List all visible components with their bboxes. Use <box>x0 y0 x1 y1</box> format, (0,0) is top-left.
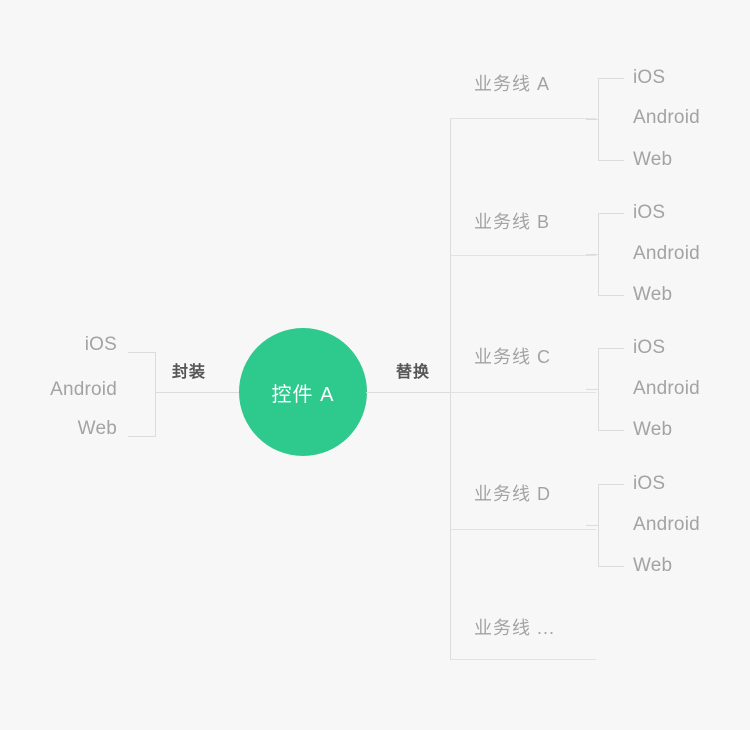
branch-a-platform-android: Android <box>633 107 700 128</box>
branch-c-bracket-stem <box>586 389 599 390</box>
right-spine <box>450 118 451 659</box>
branch-label-a: 业务线 A <box>474 74 551 94</box>
branch-d-bracket-stem <box>586 525 599 526</box>
center-node-label: 控件 A <box>271 383 335 406</box>
spine-divider-top <box>450 118 596 119</box>
branch-b-platform-ios: iOS <box>633 202 666 223</box>
branch-b-platform-web: Web <box>633 284 673 305</box>
branch-a-platform-web: Web <box>633 149 673 170</box>
left-relation-label: 封装 <box>168 361 211 385</box>
left-bracket-spine <box>155 352 156 436</box>
right-relation-stem <box>366 392 451 393</box>
right-relation-label: 替换 <box>392 361 435 385</box>
branch-a-bracket-arm-bottom <box>598 160 624 161</box>
spine-divider-1 <box>450 255 596 256</box>
branch-c-bracket-arm-top <box>598 348 624 349</box>
branch-d-platform-android: Android <box>633 514 700 535</box>
branch-d-platform-ios: iOS <box>633 473 666 494</box>
left-platform-web: Web <box>77 418 117 439</box>
branch-b-bracket-arm-bottom <box>598 295 624 296</box>
branch-c-platform-android: Android <box>633 378 700 399</box>
branch-a-platform-ios: iOS <box>633 67 666 88</box>
branch-label-d: 业务线 D <box>474 484 551 504</box>
branch-c-platform-ios: iOS <box>633 337 666 358</box>
left-bracket-stem <box>155 392 241 393</box>
branch-label-c: 业务线 C <box>474 347 551 367</box>
branch-b-bracket-stem <box>586 254 599 255</box>
center-node[interactable]: 控件 A <box>239 328 367 456</box>
branch-c-platform-web: Web <box>633 419 673 440</box>
branch-label-b: 业务线 B <box>474 212 551 232</box>
branch-d-bracket-arm-top <box>598 484 624 485</box>
branch-label-more: 业务线 ... <box>474 618 556 638</box>
left-bracket-arm-bottom <box>128 436 156 437</box>
left-platform-ios: iOS <box>84 334 117 355</box>
branch-d-bracket-arm-bottom <box>598 566 624 567</box>
branch-b-bracket-arm-top <box>598 213 624 214</box>
branch-a-bracket-arm-top <box>598 78 624 79</box>
left-bracket-arm-top <box>128 352 156 353</box>
spine-divider-3 <box>450 529 596 530</box>
branch-a-bracket-stem <box>586 119 599 120</box>
branch-b-platform-android: Android <box>633 243 700 264</box>
spine-divider-bottom <box>450 659 596 660</box>
branch-c-bracket-arm-bottom <box>598 430 624 431</box>
spine-divider-2 <box>450 392 596 393</box>
left-platform-android: Android <box>50 379 117 400</box>
branch-d-platform-web: Web <box>633 555 673 576</box>
